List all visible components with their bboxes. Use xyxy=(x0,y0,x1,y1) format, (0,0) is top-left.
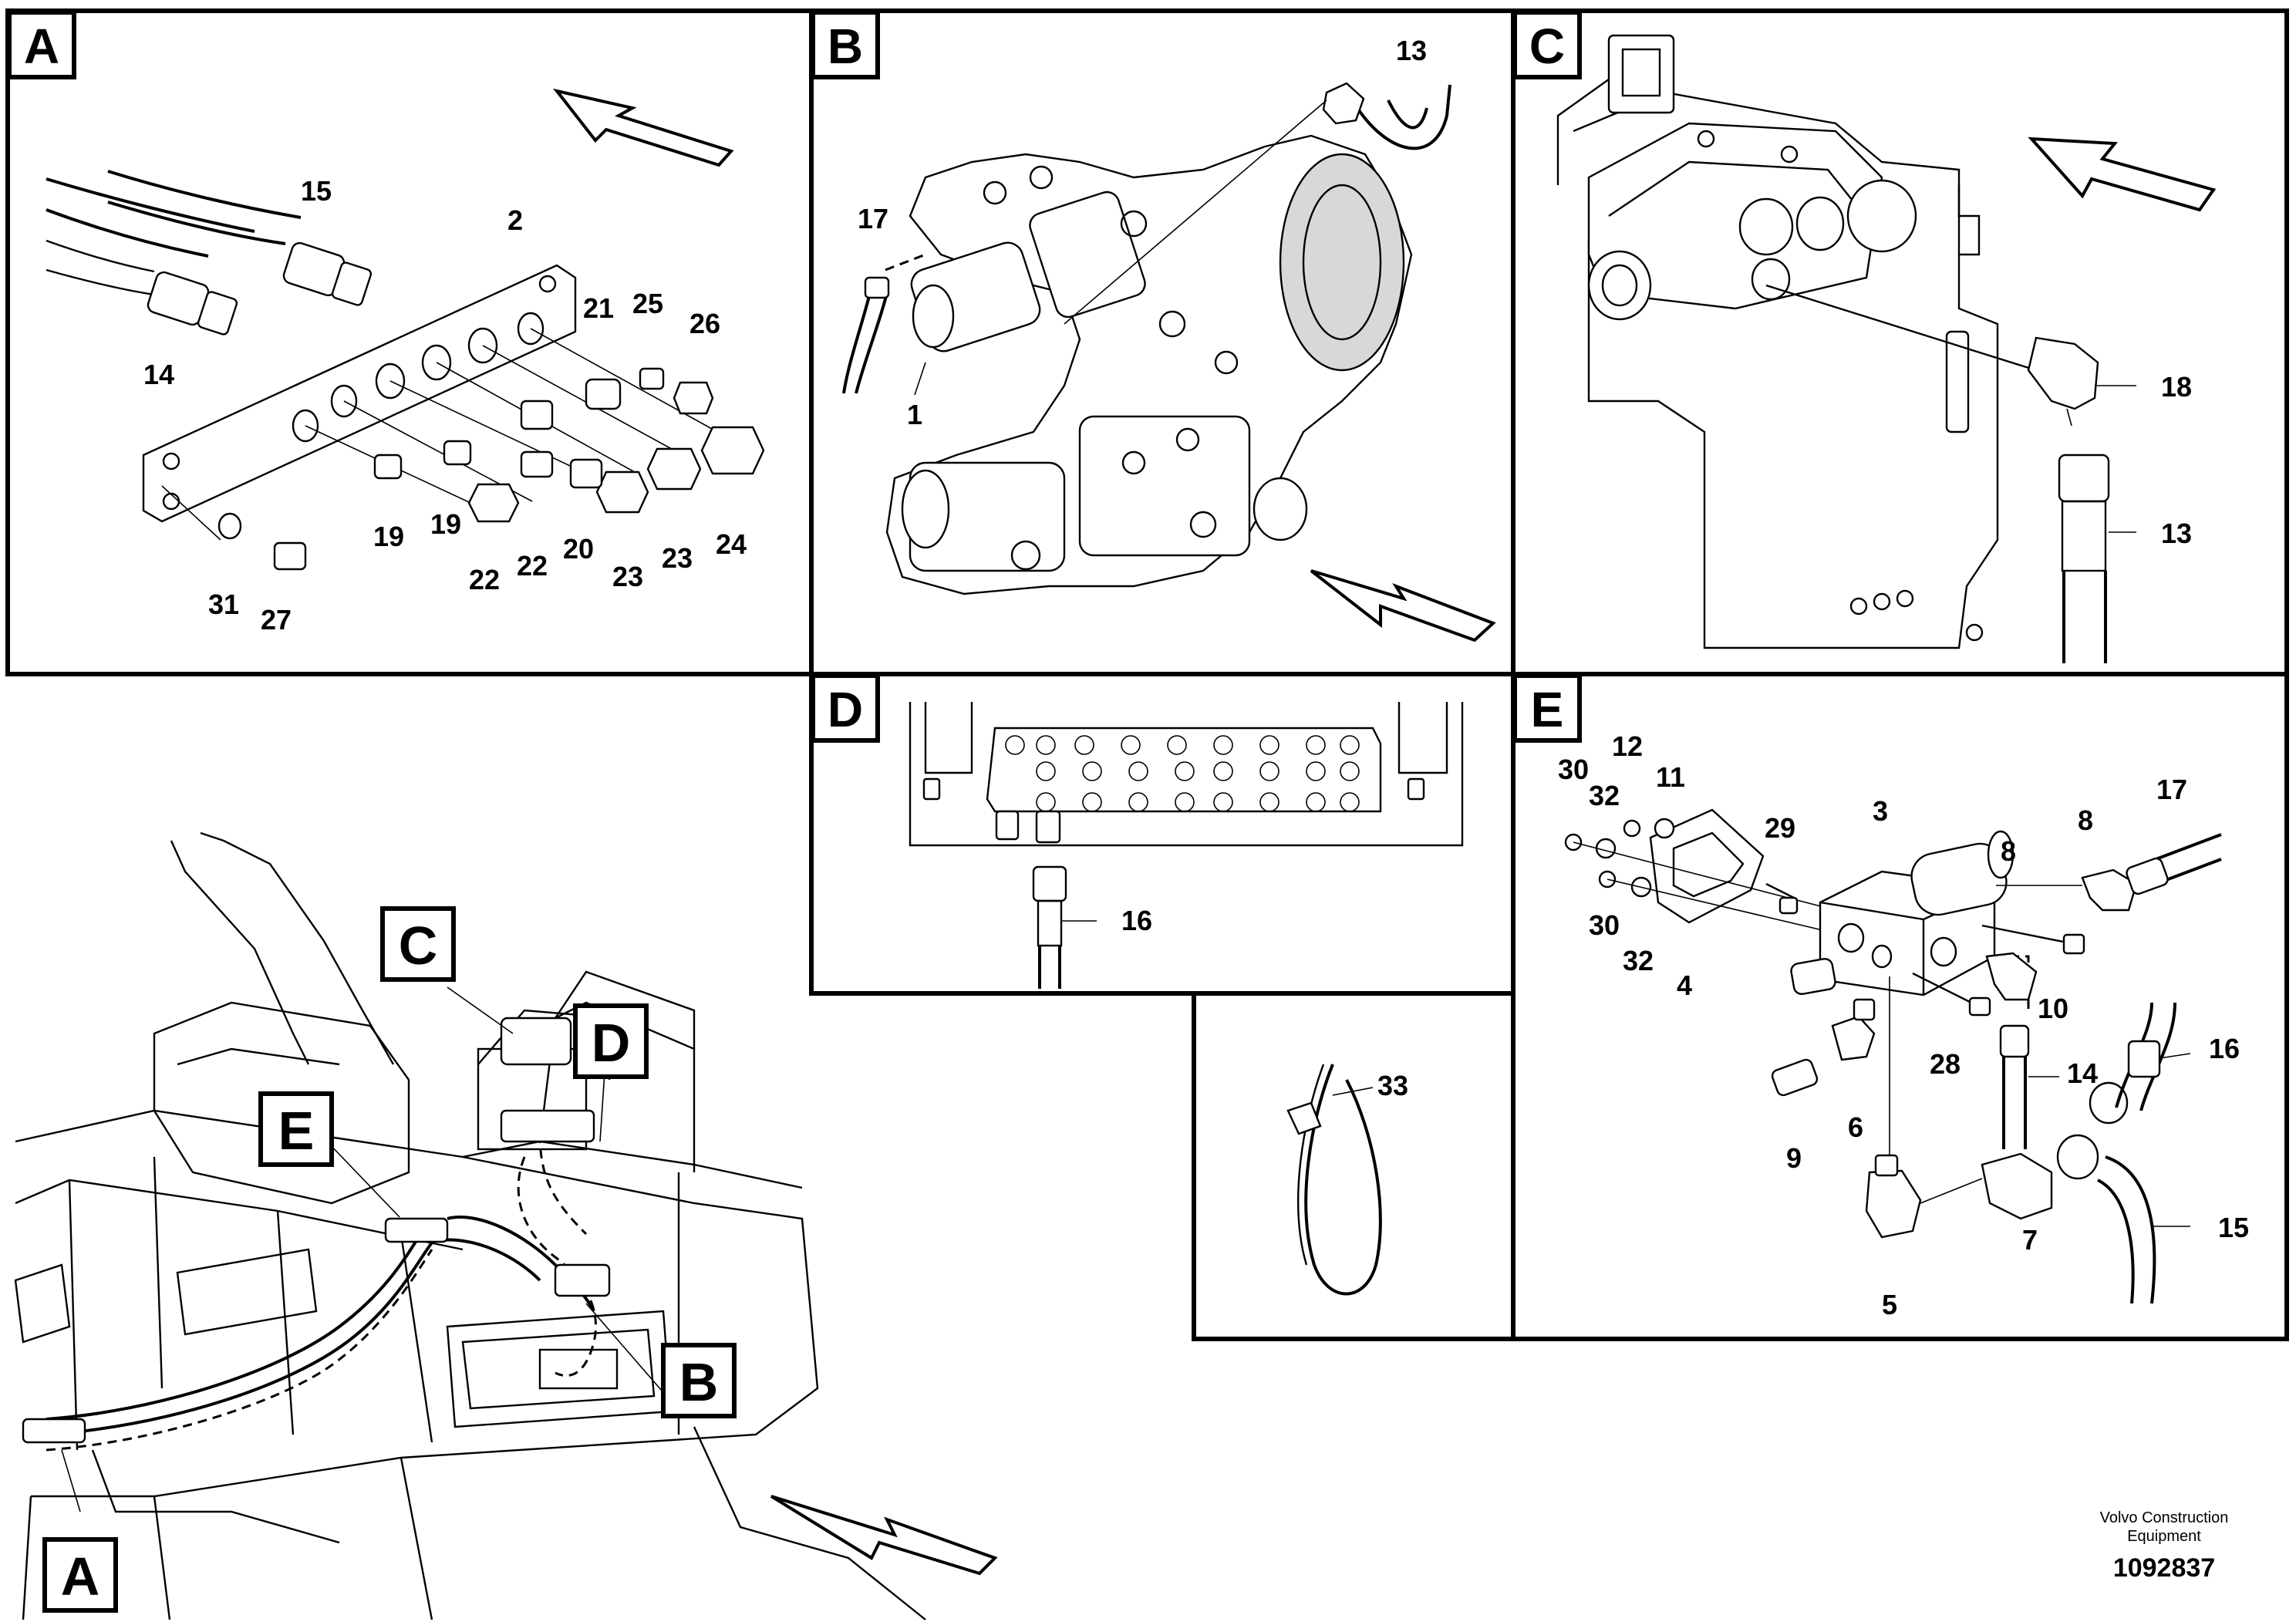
panel-e-callouts: 30 12 11 32 29 3 8 17 8 30 32 4 10 16 28… xyxy=(1558,730,2249,1320)
callout-number: 28 xyxy=(1930,1048,1961,1080)
panel-letter-d: D xyxy=(811,673,880,743)
panel-letter-e: E xyxy=(1512,673,1582,743)
panel-e-frame xyxy=(1511,672,2289,1341)
direction-arrow-c xyxy=(2028,137,2217,212)
panel-letter-label: D xyxy=(592,1013,631,1073)
callout-number: 9 xyxy=(1786,1142,1802,1174)
callout-number: 22 xyxy=(517,550,548,582)
panel-c-drawing xyxy=(1556,34,2217,663)
panel-d-frame xyxy=(809,672,1515,996)
company-name-line1: Volvo Construction xyxy=(2100,1509,2229,1526)
overview-drawing xyxy=(14,831,998,1620)
callout-number: 32 xyxy=(1589,780,1620,811)
drawing-number: 1092837 xyxy=(2113,1553,2215,1583)
callout-number: 23 xyxy=(612,561,643,592)
panel-letter-label: B xyxy=(679,1352,719,1412)
callout-number: 32 xyxy=(1623,945,1654,976)
callout-number: 3 xyxy=(1873,795,1888,827)
panel-letter-label: E xyxy=(1531,682,1564,737)
bulkhead-plate xyxy=(142,264,577,523)
overview-label-d: D xyxy=(573,1003,649,1079)
callout-number: 25 xyxy=(632,288,663,319)
overview-label-b: B xyxy=(661,1343,737,1418)
callout-number: 19 xyxy=(373,521,404,552)
callout-number: 14 xyxy=(143,359,174,390)
panel-letter-label: C xyxy=(1529,19,1565,74)
overview-label-e: E xyxy=(258,1091,334,1167)
callout-number: 1 xyxy=(907,399,922,430)
panel-tie-callouts: 33 xyxy=(1377,1070,1408,1101)
panel-e-drawing xyxy=(1564,808,2222,1304)
direction-arrow-overview xyxy=(770,1495,998,1576)
callout-number: 5 xyxy=(1882,1289,1897,1320)
callout-number: 30 xyxy=(1589,909,1620,941)
panel-letter-label: D xyxy=(828,682,863,737)
panel-letter-label: B xyxy=(828,19,863,74)
callout-number: 27 xyxy=(261,604,292,636)
callout-number: 7 xyxy=(2022,1224,2038,1256)
callout-number: 31 xyxy=(208,588,239,620)
panel-b-callouts: 13 17 1 xyxy=(858,35,1427,430)
callout-number: 16 xyxy=(2209,1033,2240,1064)
callout-number: 6 xyxy=(1848,1111,1863,1143)
panel-frames xyxy=(5,8,2289,1341)
panel-b-drawing xyxy=(842,82,1496,642)
panel-b-frame xyxy=(809,8,1515,676)
panel-a-drawing xyxy=(46,88,765,571)
callout-number: 24 xyxy=(716,528,747,560)
panel-tie-drawing xyxy=(1286,1064,1382,1296)
callout-number: 33 xyxy=(1377,1070,1408,1101)
panel-letter-b: B xyxy=(811,10,880,79)
callout-number: 12 xyxy=(1612,730,1643,762)
company-name-line2: Equipment xyxy=(2127,1528,2201,1545)
overview-label-a: A xyxy=(42,1537,118,1613)
callout-number: 16 xyxy=(1121,905,1152,936)
panel-letter-label: A xyxy=(61,1546,100,1607)
panel-c-callouts: 18 13 xyxy=(2161,371,2192,549)
direction-arrow-a xyxy=(552,88,734,167)
callout-number: 22 xyxy=(469,564,500,595)
callout-number: 15 xyxy=(301,175,332,207)
callout-number: 21 xyxy=(583,292,614,324)
callout-number: 19 xyxy=(430,508,461,540)
callout-number: 17 xyxy=(858,203,888,234)
callout-number: 11 xyxy=(1656,761,1685,793)
panel-a-callouts: 15 2 21 25 26 14 19 19 22 22 20 23 23 24… xyxy=(143,175,747,636)
callout-number: 8 xyxy=(2078,804,2093,836)
callout-number: 13 xyxy=(1396,35,1427,66)
panel-letter-label: C xyxy=(399,916,438,976)
panel-d-callouts: 16 xyxy=(1121,905,1152,936)
callout-number: 17 xyxy=(2156,774,2187,805)
panel-d-drawing xyxy=(909,702,1464,989)
footer: Volvo Construction Equipment 1092837 xyxy=(2100,1509,2229,1583)
callout-number: 18 xyxy=(2161,371,2192,403)
callout-number: 4 xyxy=(1677,969,1692,1001)
callout-number: 10 xyxy=(2038,993,2068,1024)
overview-label-c: C xyxy=(380,906,456,982)
callout-number: 20 xyxy=(563,533,594,565)
panel-tie-frame xyxy=(1192,991,1515,1341)
callout-number: 26 xyxy=(689,308,720,339)
panel-letter-c: C xyxy=(1512,10,1582,79)
direction-arrow-b xyxy=(1310,569,1496,642)
callout-number: 23 xyxy=(662,542,693,574)
callout-number: 29 xyxy=(1765,812,1795,844)
callout-number: 14 xyxy=(2067,1057,2098,1089)
panel-letter-label: E xyxy=(278,1101,315,1161)
callout-number: 8 xyxy=(2001,835,2016,867)
panel-letter-label: A xyxy=(24,19,59,74)
panel-letter-a: A xyxy=(7,10,76,79)
callout-number: 15 xyxy=(2218,1212,2249,1243)
callout-number: 2 xyxy=(507,204,523,236)
callout-number: 30 xyxy=(1558,754,1589,785)
callout-number: 13 xyxy=(2161,518,2192,549)
